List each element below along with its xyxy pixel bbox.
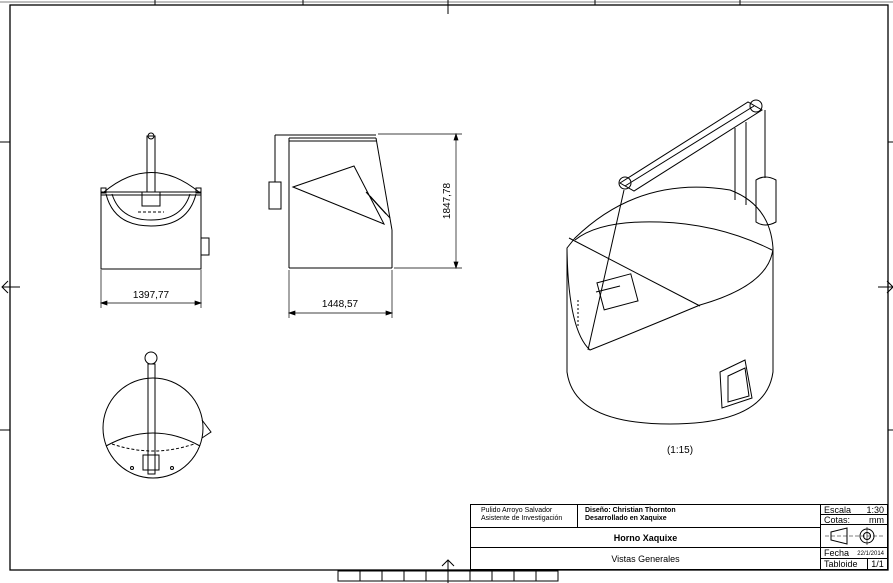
side-width-dimension	[287, 270, 394, 318]
front-width-label: 1397,77	[133, 290, 170, 301]
subtitle-cell: Vistas Generales	[470, 547, 821, 570]
scale-bar	[337, 570, 559, 582]
author-name: Pulido Arroyo Salvador	[481, 507, 553, 514]
author-role: Asistente de Investigación	[481, 515, 563, 522]
author-cell: Pulido Arroyo Salvador Asistente de Inve…	[470, 504, 578, 528]
first-angle-projection-icon	[825, 527, 883, 545]
top-view	[102, 351, 212, 479]
side-width-label: 1448,57	[322, 299, 359, 310]
design-credit: Diseño: Christian Thornton	[585, 507, 676, 514]
isometric-scale-label: (1:15)	[667, 445, 693, 456]
sheet-number-cell: 1/1	[867, 558, 888, 570]
right-center-marker	[878, 280, 893, 294]
side-view	[268, 134, 393, 269]
sheet-cell: Tabloide	[820, 558, 868, 570]
title-cell: Horno Xaquixe	[470, 527, 821, 548]
front-width-dimension	[99, 270, 203, 308]
drawing-subtitle: Vistas Generales	[611, 553, 680, 564]
side-height-dimension	[378, 132, 462, 270]
units-value: mm	[869, 515, 884, 525]
units-label: Cotas:	[824, 515, 851, 525]
sheet-size: Tabloide	[824, 559, 858, 569]
design-cell: Diseño: Christian Thornton Desarrollado …	[577, 504, 821, 528]
side-height-label: 1847,78	[442, 182, 453, 219]
projection-cell	[820, 524, 888, 548]
date-label: Fecha	[824, 548, 850, 558]
front-view	[100, 132, 210, 270]
developed-credit: Desarrollado en Xaquixe	[585, 515, 667, 522]
drawing-title: Horno Xaquixe	[613, 532, 678, 543]
sheet-number: 1/1	[871, 559, 884, 569]
left-center-marker	[1, 280, 20, 294]
scale-label: Escala	[824, 505, 852, 515]
scale-value: 1:30	[866, 505, 884, 515]
date-value: 22/1/2014	[857, 551, 884, 557]
isometric-view	[566, 99, 777, 425]
